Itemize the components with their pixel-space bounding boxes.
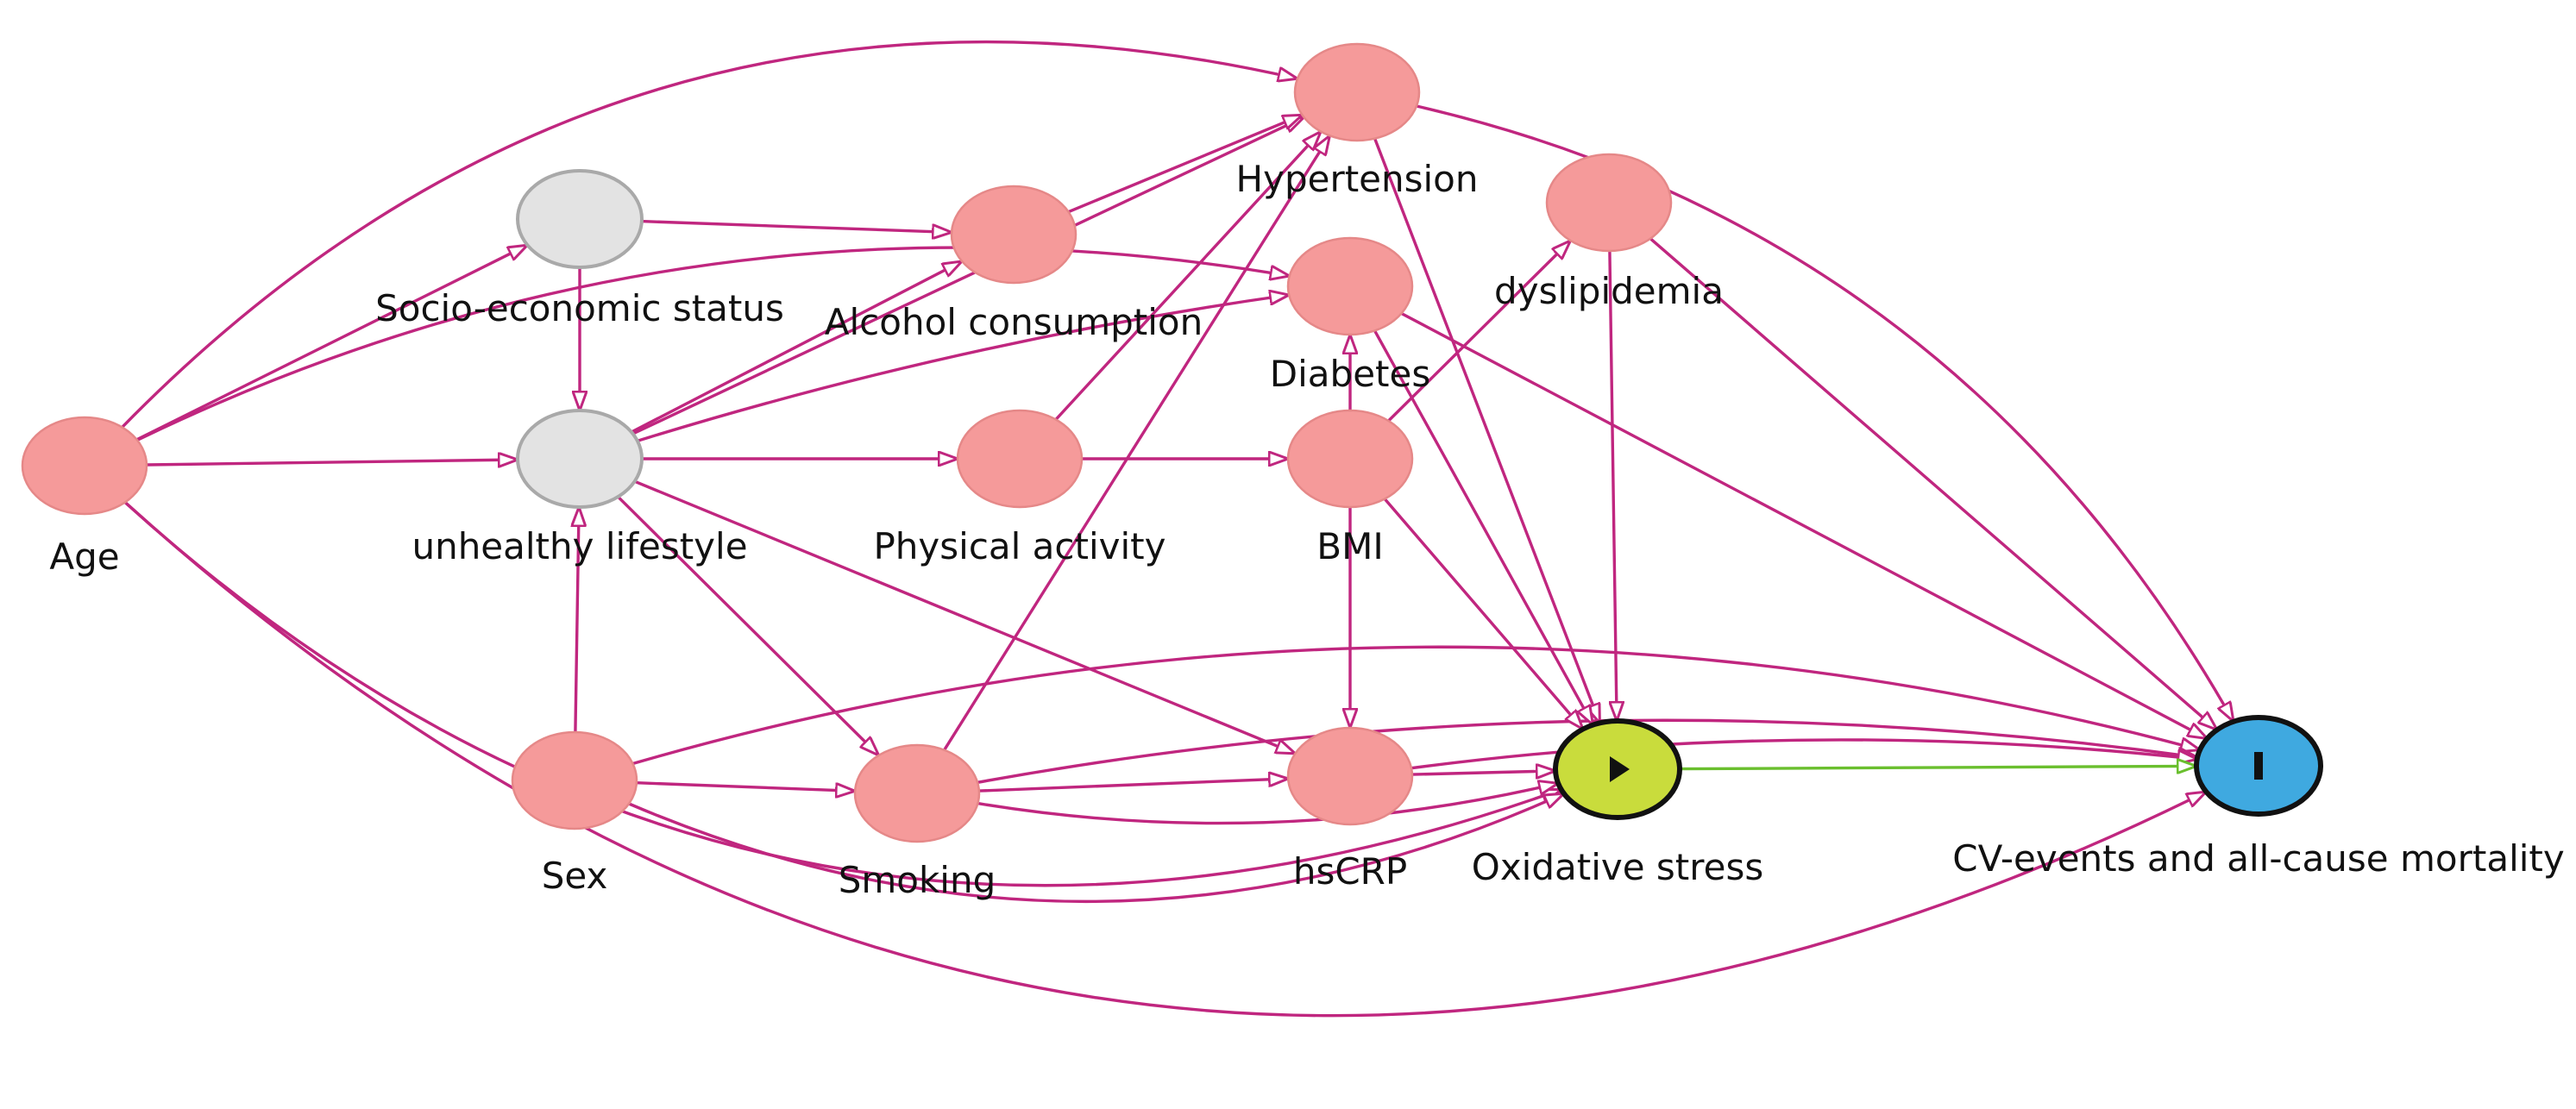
- edge-unhealthy-to-hscrp: [633, 479, 1296, 754]
- edge-ses-to-alcohol: [641, 219, 952, 233]
- node-bmi-ellipse[interactable]: [1286, 409, 1414, 509]
- edge-hscrp-to-outcome: [1411, 738, 2197, 770]
- node-alcohol-ellipse[interactable]: [950, 185, 1078, 285]
- node-smoking-ellipse[interactable]: [853, 743, 981, 843]
- edge-alcohol-to-hypertension: [1067, 115, 1303, 214]
- node-age[interactable]: [21, 416, 148, 516]
- edge-sex-to-unhealthy: [575, 507, 579, 733]
- node-diabetes-ellipse[interactable]: [1286, 236, 1414, 336]
- node-dyslipidemia[interactable]: [1545, 153, 1673, 253]
- edge-oxidative-to-outcome: [1679, 766, 2196, 768]
- edge-hscrp-to-oxidative: [1411, 771, 1555, 774]
- edge-sex-to-smoking: [636, 781, 855, 792]
- edge-bmi-to-dyslipidemia: [1387, 241, 1571, 423]
- edge-sex-to-oxidative: [628, 793, 1564, 903]
- outcome-bar-icon: [2254, 752, 2263, 780]
- edge-dyslipidemia-to-oxidative: [1608, 250, 1617, 721]
- node-alcohol[interactable]: [950, 185, 1078, 285]
- node-label-sex: Sex: [542, 855, 608, 897]
- edge-bmi-to-oxidative: [1383, 498, 1583, 730]
- node-hscrp-ellipse[interactable]: [1286, 726, 1414, 826]
- node-label-hypertension: Hypertension: [1236, 158, 1479, 200]
- edge-unhealthy-to-alcohol: [631, 261, 962, 434]
- edges-layer: [121, 40, 2234, 1018]
- edge-age-to-hypertension: [121, 40, 1297, 429]
- node-dyslipidemia-ellipse[interactable]: [1545, 153, 1673, 253]
- node-outcome[interactable]: [2194, 715, 2323, 817]
- edge-physical-to-hypertension: [1054, 132, 1321, 421]
- edge-sex-to-outcome: [632, 645, 2201, 766]
- labels-layer: Age Socio-economic status unhealthy lifest…: [49, 158, 2564, 901]
- edge-smoking-to-hscrp: [978, 779, 1288, 793]
- nodes-layer: [21, 42, 2323, 843]
- node-label-dyslipidemia: dyslipidemia: [1494, 270, 1724, 312]
- node-label-smoking: Smoking: [839, 859, 996, 901]
- edge-age-to-ses: [135, 245, 528, 442]
- node-label-oxidative: Oxidative stress: [1472, 846, 1763, 888]
- edge-age-to-unhealthy: [146, 460, 518, 465]
- edge-diabetes-to-outcome: [1400, 311, 2208, 739]
- node-ses[interactable]: [516, 169, 644, 269]
- edge-smoking-to-oxidative: [977, 783, 1558, 825]
- node-unhealthy-ellipse[interactable]: [516, 409, 644, 509]
- edge-unhealthy-to-diabetes: [637, 295, 1289, 442]
- play-icon: [1610, 756, 1630, 782]
- node-label-diabetes: Diabetes: [1270, 353, 1430, 395]
- edge-age-to-outcome: [123, 501, 2206, 1018]
- edge-diabetes-to-oxidative: [1373, 329, 1593, 724]
- node-unhealthy[interactable]: [516, 409, 644, 509]
- node-diabetes[interactable]: [1286, 236, 1414, 336]
- node-label-bmi: BMI: [1316, 525, 1383, 567]
- node-hscrp[interactable]: [1286, 726, 1414, 826]
- node-label-alcohol: Alcohol consumption: [825, 301, 1203, 343]
- node-label-unhealthy: unhealthy lifestyle: [412, 525, 747, 567]
- node-bmi[interactable]: [1286, 409, 1414, 509]
- edge-smoking-to-hypertension: [943, 135, 1330, 751]
- node-label-ses: Socio-economic status: [375, 287, 784, 329]
- node-hypertension-ellipse[interactable]: [1293, 42, 1421, 142]
- node-label-outcome: CV-events and all-cause mortality: [1952, 837, 2564, 880]
- node-label-physical: Physical activity: [873, 525, 1165, 567]
- node-sex[interactable]: [511, 730, 638, 830]
- edge-hypertension-to-oxidative: [1373, 137, 1601, 724]
- node-physical-ellipse[interactable]: [956, 409, 1084, 509]
- node-oxidative[interactable]: [1553, 718, 1682, 820]
- node-sex-ellipse[interactable]: [511, 730, 638, 830]
- node-age-ellipse[interactable]: [21, 416, 148, 516]
- edge-age-to-oxidative: [123, 501, 1561, 887]
- node-smoking[interactable]: [853, 743, 981, 843]
- edge-age-to-diabetes: [136, 246, 1290, 442]
- node-physical[interactable]: [956, 409, 1084, 509]
- edge-dyslipidemia-to-outcome: [1649, 237, 2217, 730]
- node-label-age: Age: [49, 536, 119, 578]
- node-label-hscrp: hsCRP: [1293, 850, 1407, 893]
- node-ses-ellipse[interactable]: [516, 169, 644, 269]
- edge-unhealthy-to-hypertension: [631, 117, 1304, 435]
- node-hypertension[interactable]: [1293, 42, 1421, 142]
- edge-hypertension-to-outcome: [1416, 104, 2234, 722]
